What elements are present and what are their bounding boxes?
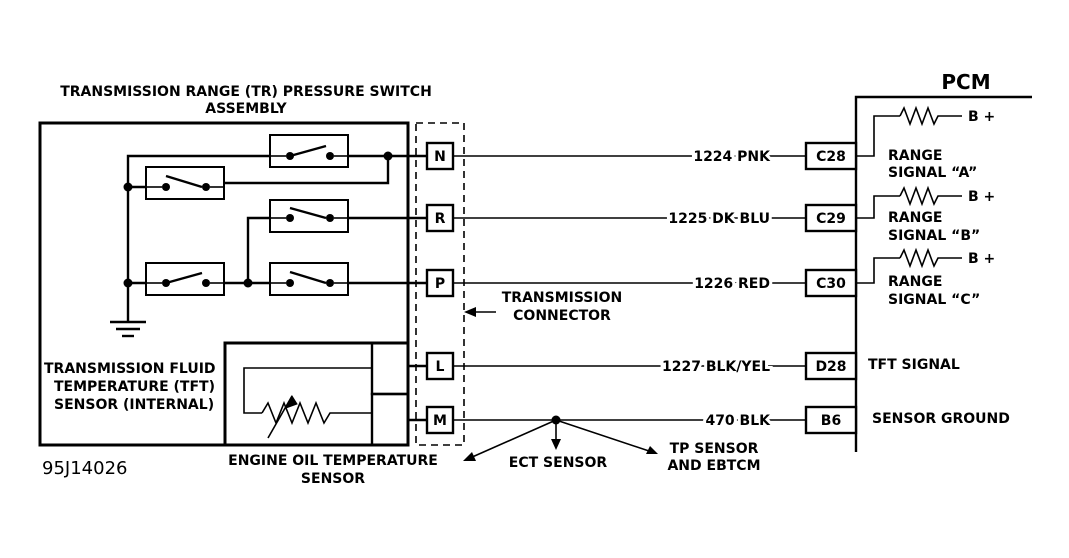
- supply-a-label: B +: [968, 109, 995, 125]
- wire-label-1226: 1226 RED: [694, 276, 770, 292]
- pcm-terminal-c28: C28: [804, 141, 858, 171]
- pcm-outline: [854, 95, 1032, 452]
- pin-l-label: L: [436, 359, 445, 375]
- supply-c-label: B +: [968, 251, 995, 267]
- signal-b-line2: SIGNAL “B”: [888, 228, 980, 244]
- pcm-terminal-b6: B6: [804, 405, 858, 435]
- signal-b-line1: RANGE: [888, 210, 942, 226]
- signal-c-line1: RANGE: [888, 274, 942, 290]
- assembly-title-line1: TRANSMISSION RANGE (TR) PRESSURE SWITCH: [60, 84, 432, 100]
- pin-p-label: P: [435, 276, 445, 292]
- eot-label-line2: SENSOR: [301, 471, 365, 487]
- sensor-ground-label: SENSOR GROUND: [872, 411, 1010, 427]
- pressure-switch-4: [145, 262, 225, 296]
- assembly-title-line2: ASSEMBLY: [205, 101, 287, 117]
- pull-up-resistor-c: [856, 247, 962, 284]
- junction-dots: [123, 151, 393, 288]
- ect-sensor-label: ECT SENSOR: [509, 455, 608, 471]
- connector-pin-m: M: [425, 405, 455, 435]
- connector-pin-n: N: [425, 141, 455, 171]
- tp-sensor-label-line1: TP SENSOR: [670, 441, 759, 457]
- signal-a-line2: SIGNAL “A”: [888, 165, 977, 181]
- pressure-switch-1: [269, 134, 349, 168]
- figure-id: 95J14026: [42, 458, 127, 479]
- connector-arrow: [464, 307, 496, 317]
- pcm-terminal-c30-label: C30: [816, 276, 846, 292]
- connector-pin-r: R: [425, 203, 455, 233]
- tft-signal-label: TFT SIGNAL: [868, 357, 960, 373]
- ground-splice: [463, 415, 658, 461]
- eot-label-line1: ENGINE OIL TEMPERATURE: [228, 453, 438, 469]
- connector-label-line1: TRANSMISSION: [502, 290, 622, 306]
- connector-pin-p: P: [425, 268, 455, 298]
- pcm-terminal-c30: C30: [804, 268, 858, 298]
- connector-label-line2: CONNECTOR: [513, 308, 611, 324]
- pin-n-label: N: [434, 149, 446, 165]
- tp-sensor-label-line2: AND EBTCM: [667, 458, 760, 474]
- pcm-terminal-c29-label: C29: [816, 211, 846, 227]
- pcm-terminal-d28: D28: [804, 351, 858, 381]
- wire-label-1224: 1224 PNK: [693, 149, 771, 165]
- pull-up-resistor-a: [856, 105, 962, 157]
- harness-wires: [453, 155, 806, 421]
- wire-label-1225: 1225 DK BLU: [668, 211, 770, 227]
- pull-up-resistor-b: [856, 185, 962, 219]
- pressure-switch-2: [145, 166, 225, 200]
- signal-c-line2: SIGNAL “C”: [888, 292, 980, 308]
- connector-pin-l: L: [425, 351, 455, 381]
- pressure-switch-3: [269, 199, 349, 233]
- pcm-terminal-b6-label: B6: [821, 413, 841, 429]
- pcm-terminal-c28-label: C28: [816, 149, 846, 165]
- pin-r-label: R: [435, 211, 446, 227]
- tft-label-line1: TRANSMISSION FLUID: [44, 361, 216, 377]
- tft-sensor: [223, 341, 410, 447]
- pcm-terminal-c29: C29: [804, 203, 858, 233]
- ground-icon: [110, 320, 146, 338]
- pin-m-label: M: [433, 413, 447, 429]
- pcm-label: PCM: [941, 70, 990, 94]
- tft-label-line2: TEMPERATURE (TFT): [54, 379, 215, 395]
- tr-switch-internal-wiring: [126, 154, 427, 322]
- transmission-connector-box: [415, 122, 465, 446]
- tft-label-line3: SENSOR (INTERNAL): [54, 397, 214, 413]
- wire-label-1227: 1227 BLK/YEL: [662, 359, 770, 375]
- signal-a-line1: RANGE: [888, 148, 942, 164]
- wire-label-470: 470 BLK: [705, 413, 771, 429]
- supply-b-label: B +: [968, 189, 995, 205]
- pressure-switch-5: [269, 262, 349, 296]
- pcm-terminal-d28-label: D28: [815, 359, 846, 375]
